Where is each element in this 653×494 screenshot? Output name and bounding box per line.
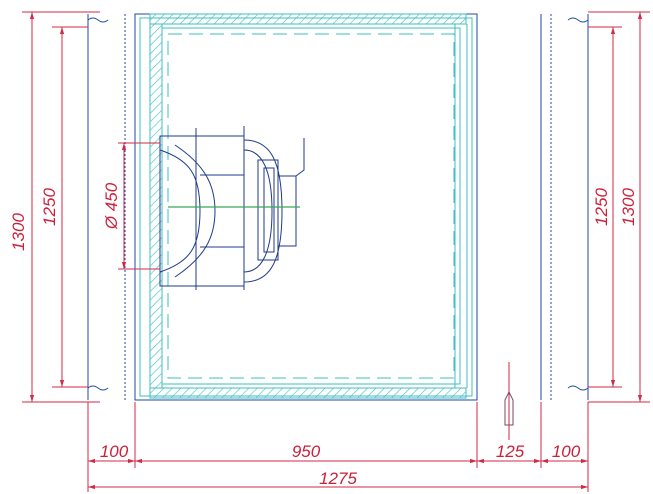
dim-height-inner-right: 1250 [592, 188, 611, 226]
dim-width-body: 950 [292, 442, 321, 461]
dimension-lines [22, 11, 650, 492]
side-panel [476, 14, 542, 400]
dim-width-side: 125 [496, 442, 525, 461]
fan-assembly [159, 126, 305, 290]
dim-height-outer-right: 1300 [619, 188, 638, 226]
housing [134, 13, 478, 401]
dim-width-left-flange: 100 [100, 442, 129, 461]
dim-height-inner-left: 1250 [40, 188, 59, 226]
dim-diameter: Ø 450 [102, 182, 121, 230]
dim-width-total: 1275 [319, 469, 357, 488]
right-flange [540, 14, 589, 400]
drain-detail [504, 362, 514, 440]
dim-height-outer-left: 1300 [9, 213, 28, 251]
dim-width-right-flange: 100 [552, 442, 581, 461]
